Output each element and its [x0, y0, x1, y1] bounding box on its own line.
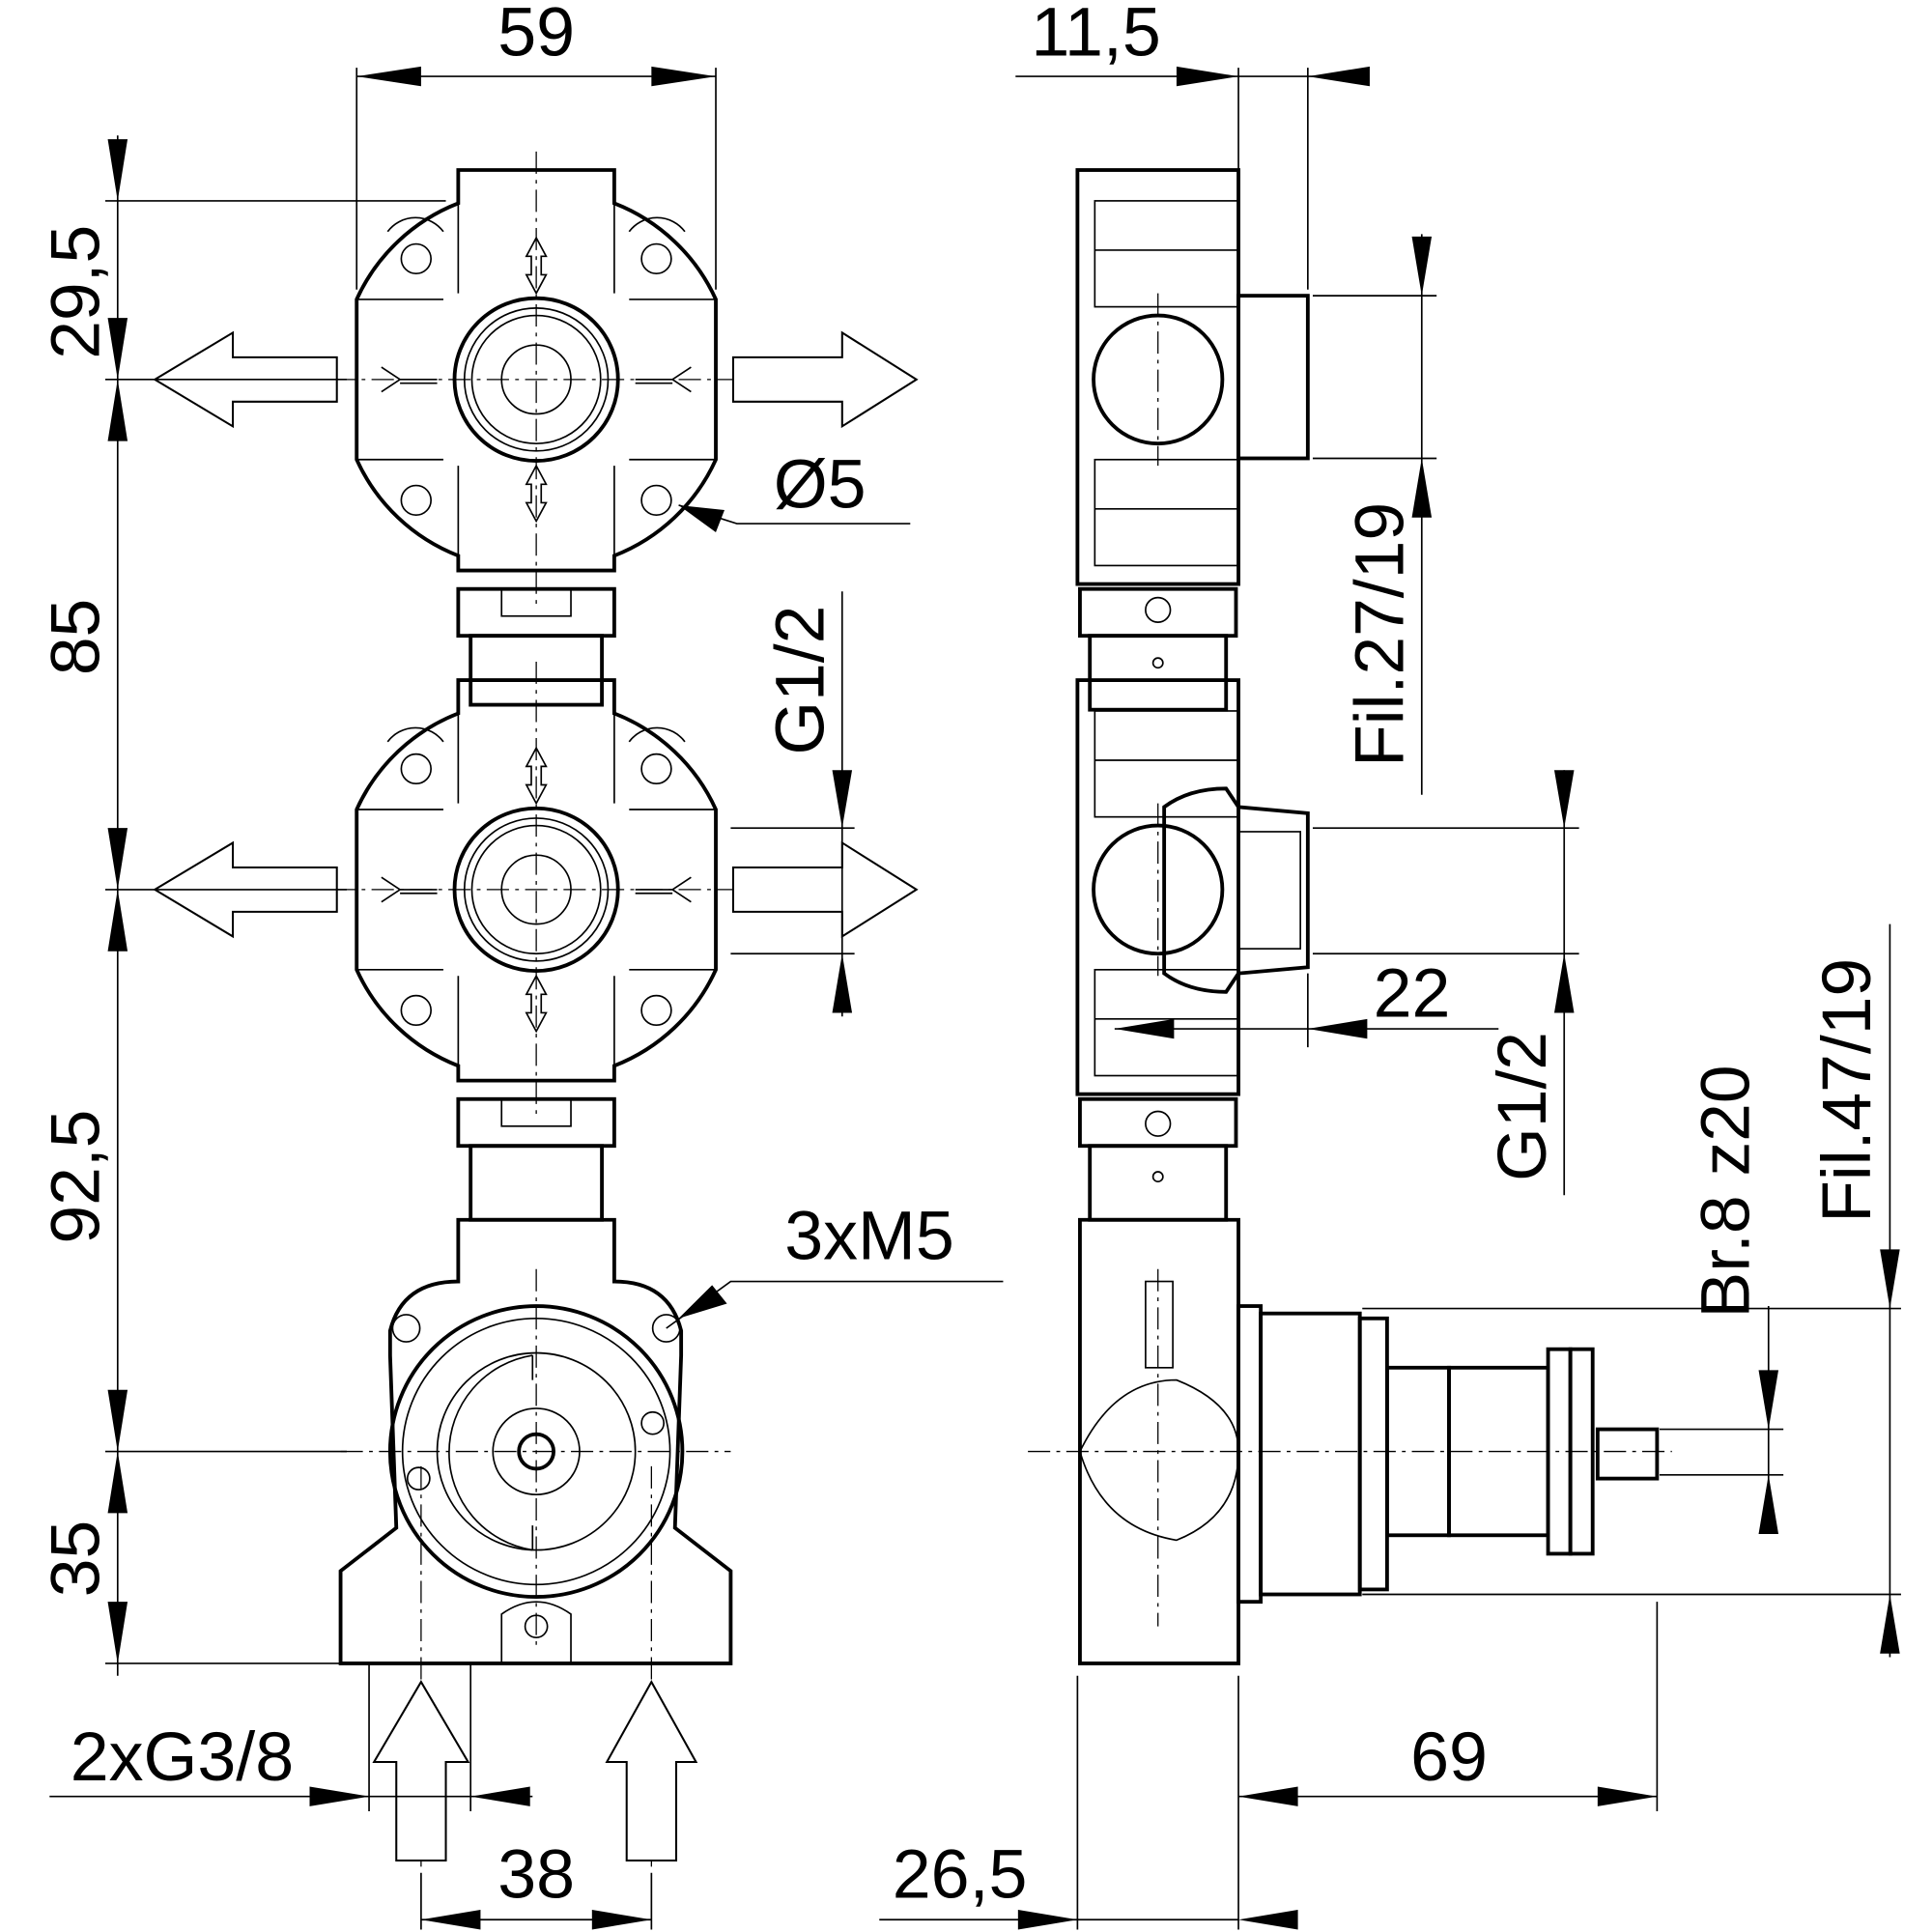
outlet-section-middle — [1162, 786, 1310, 994]
front-view — [153, 149, 919, 1867]
dim-top-to-axis1: 29,5 — [37, 225, 114, 359]
coupling-upper — [456, 586, 616, 707]
dim-spline: Br.8 z20 — [1687, 1065, 1764, 1318]
dim-thread-front: G1/2 — [761, 606, 838, 755]
valve-body-middle — [293, 660, 781, 1120]
side-coupling-upper — [1078, 586, 1238, 712]
dim-screws: 3xM5 — [784, 1198, 954, 1275]
inlet-arrow-right — [605, 1679, 698, 1862]
dim-side-offset: 11,5 — [1031, 0, 1160, 71]
dim-depth-spindle: 69 — [1410, 1719, 1488, 1796]
side-body-upper — [1075, 168, 1240, 586]
coupling-lower — [456, 1096, 616, 1222]
dim-thread-lower-side: Fil.47/19 — [1808, 958, 1886, 1223]
dim-axis2-to-axis3: 92,5 — [37, 1110, 114, 1244]
dim-inlets: 2xG3/8 — [71, 1719, 294, 1796]
side-mixer-body — [1028, 1217, 1672, 1665]
dim-thread-side: G1/2 — [1484, 1032, 1561, 1181]
dim-axis1-to-axis2: 85 — [37, 599, 114, 675]
dim-depth-body: 26,5 — [893, 1835, 1028, 1913]
outlet-arrow-right-middle — [731, 840, 919, 939]
dimension-lines — [49, 66, 1901, 1930]
side-coupling-lower — [1078, 1096, 1238, 1222]
side-view — [1028, 168, 1672, 1665]
dim-width-front: 59 — [497, 0, 575, 71]
valve-body-upper — [293, 149, 781, 610]
mixer-body — [338, 1217, 733, 1867]
dim-inlet-spacing: 38 — [497, 1835, 575, 1913]
inlet-arrow-left — [372, 1680, 470, 1862]
dim-thread-upper-side: Fil.27/19 — [1341, 502, 1418, 767]
outlet-nipple-upper — [1236, 294, 1310, 461]
dim-axis3-to-bottom: 35 — [37, 1520, 114, 1597]
dimension-labels: 59 11,5 29,5 85 92,5 35 Ø5 G1/2 Fil.27/1… — [37, 0, 1886, 1913]
dim-hole-diameter: Ø5 — [774, 446, 867, 524]
dim-outlet-length: 22 — [1374, 954, 1451, 1032]
outlet-arrow-right-upper — [731, 330, 919, 429]
